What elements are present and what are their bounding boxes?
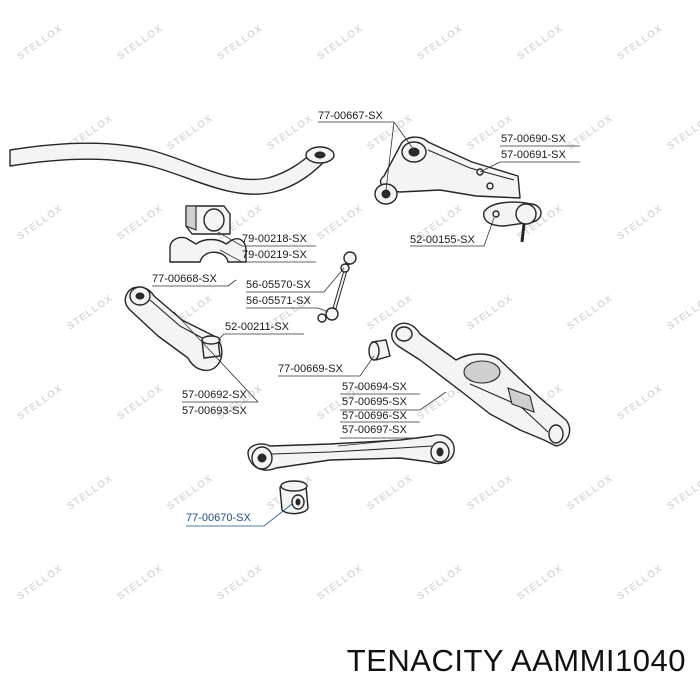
label-77-00668: 77-00668-SX <box>152 273 217 285</box>
brand-caption: TENACITY AAMMI1040 <box>346 643 686 678</box>
lateral-link-bushing <box>279 480 309 515</box>
label-57-00692: 57-00692-SX <box>182 389 247 401</box>
label-57-00696: 57-00696-SX <box>342 410 407 422</box>
label-57-00690: 57-00690-SX <box>501 133 566 145</box>
ball-joint <box>483 201 542 243</box>
label-57-00694: 57-00694-SX <box>342 381 407 393</box>
label-77-00667: 77-00667-SX <box>318 110 383 122</box>
stabilizer-bar <box>9 142 335 195</box>
lateral-link <box>247 434 455 471</box>
label-57-00697: 57-00697-SX <box>342 424 407 436</box>
lower-arm-bushing <box>368 339 391 361</box>
label-79-00219: 79-00219-SX <box>242 249 307 261</box>
label-57-00695: 57-00695-SX <box>342 396 407 408</box>
label-77-00669: 77-00669-SX <box>278 363 343 375</box>
label-56-05571: 56-05571-SX <box>246 295 311 307</box>
label-79-00218: 79-00218-SX <box>242 233 307 245</box>
upper-control-arm <box>374 136 521 205</box>
leader-lines <box>152 121 580 527</box>
parts-drawing <box>9 121 580 527</box>
label-52-00155: 52-00155-SX <box>410 234 475 246</box>
trailing-arm <box>124 286 223 372</box>
label-77-00670: 77-00670-SX <box>186 512 251 524</box>
label-56-05570: 56-05570-SX <box>246 279 311 291</box>
label-57-00693: 57-00693-SX <box>182 405 247 417</box>
stabilizer-bushing <box>185 205 231 235</box>
label-52-00211: 52-00211-SX <box>225 321 290 333</box>
lower-control-arm <box>391 322 571 447</box>
label-57-00691: 57-00691-SX <box>501 149 566 161</box>
trailing-arm-ball-joint <box>201 335 221 359</box>
stabilizer-link <box>317 251 357 323</box>
